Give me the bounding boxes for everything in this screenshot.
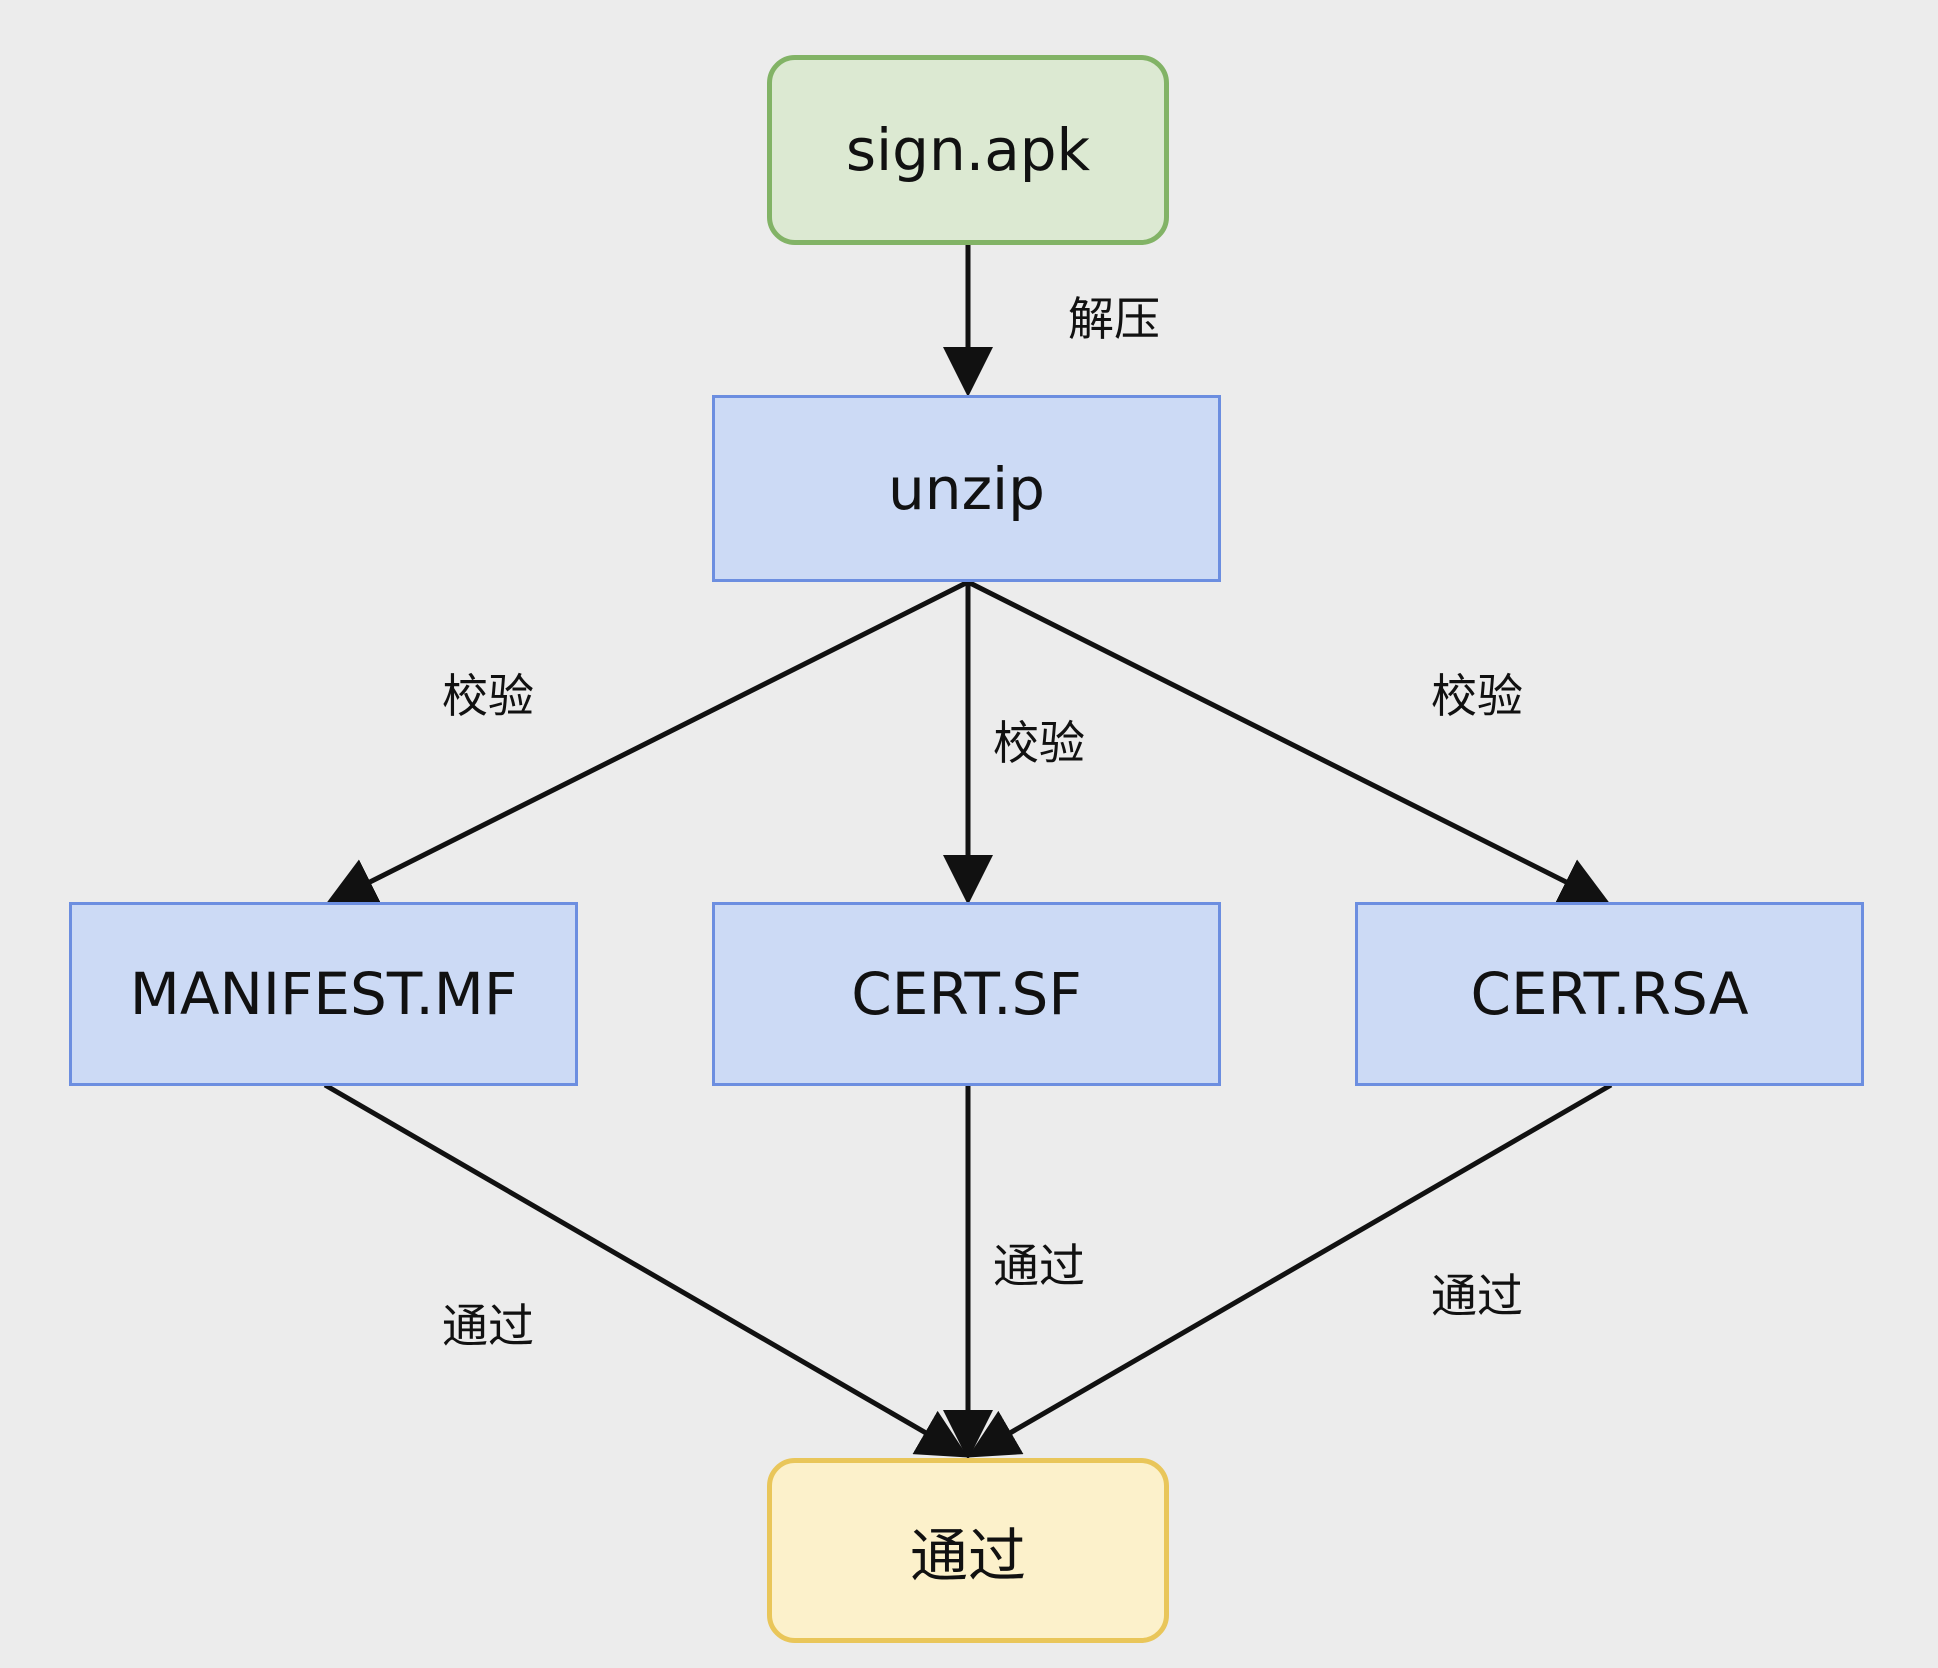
node-pass-label: 通过: [909, 1521, 1026, 1590]
node-cert-rsa-label: CERT.RSA: [1470, 960, 1749, 1028]
node-cert-rsa: CERT.RSA: [1355, 902, 1864, 1086]
edge-label-verify-manifest: 校验: [442, 669, 534, 723]
edge-label-pass-cert-rsa: 通过: [1431, 1269, 1523, 1323]
edge-manifest-to-pass: [323, 1082, 969, 1458]
edge-cert-rsa-to-pass: [967, 1082, 1613, 1458]
node-unzip: unzip: [712, 395, 1221, 582]
node-cert-sf: CERT.SF: [712, 902, 1221, 1086]
node-unzip-label: unzip: [888, 454, 1045, 523]
node-sign-apk-label: sign.apk: [845, 116, 1091, 184]
node-pass: 通过: [767, 1458, 1169, 1643]
node-sign-apk: sign.apk: [767, 55, 1169, 245]
edge-label-pass-cert-sf: 通过: [993, 1239, 1085, 1293]
edge-label-verify-cert-sf: 校验: [993, 716, 1085, 770]
node-cert-sf-label: CERT.SF: [851, 960, 1082, 1028]
edge-unzip-to-manifest: [325, 579, 970, 905]
edge-label-verify-cert-rsa: 校验: [1431, 669, 1523, 723]
edge-label-pass-manifest: 通过: [442, 1299, 534, 1353]
edge-label-unzip: 解压: [1068, 292, 1160, 346]
node-manifest-mf-label: MANIFEST.MF: [129, 960, 518, 1028]
node-manifest-mf: MANIFEST.MF: [69, 902, 578, 1086]
edge-unzip-to-cert-rsa: [966, 579, 1611, 905]
